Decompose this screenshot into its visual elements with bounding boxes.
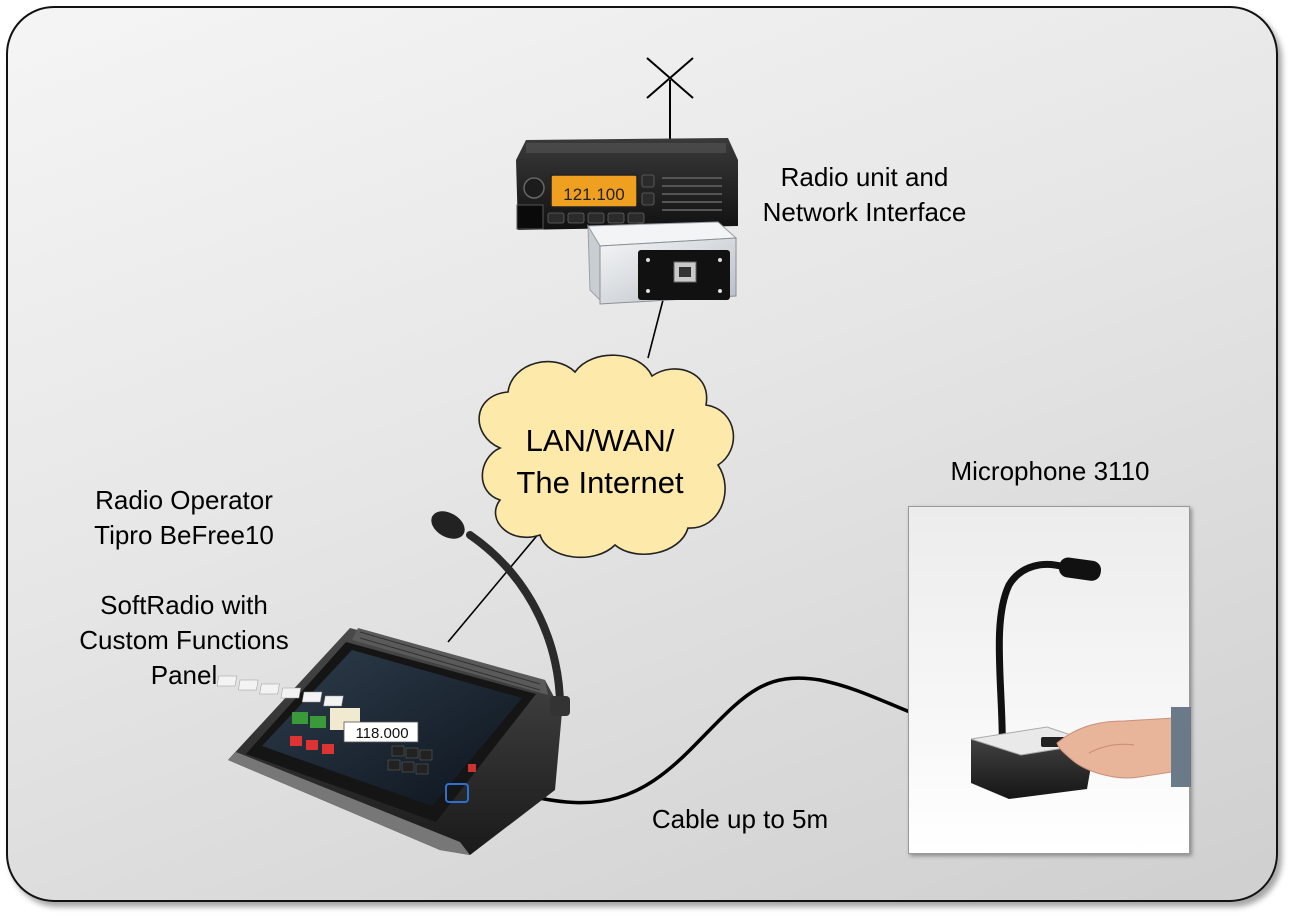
softradio-label-line2: Custom Functions xyxy=(79,625,289,655)
cable-label: Cable up to 5m xyxy=(651,804,829,834)
operator-label-line2: Tipro BeFree10 xyxy=(94,520,274,550)
microphone-photo xyxy=(908,506,1192,854)
ptt-button xyxy=(445,783,469,803)
radio-unit: 121.100 xyxy=(516,138,738,230)
link-cloud-console xyxy=(447,531,541,643)
radio-unit-label-line2: Network Interface xyxy=(762,197,967,227)
microphone xyxy=(970,557,1192,799)
link-radio-cloud xyxy=(647,299,664,359)
antenna-icon xyxy=(646,57,694,140)
tablet-frequency: 118.000 xyxy=(355,725,408,742)
cloud-label-line1: LAN/WAN/ xyxy=(525,423,675,458)
cloud xyxy=(478,354,735,559)
radio-unit-label: Radio unit and Network Interface xyxy=(742,160,987,230)
network-interface xyxy=(587,221,738,305)
operator-label-line1: Radio Operator xyxy=(95,485,273,515)
volume-knob xyxy=(523,177,545,199)
radio-display xyxy=(550,174,638,208)
radio-unit-label-line1: Radio unit and xyxy=(780,162,949,192)
radio-frequency: 121.100 xyxy=(563,185,624,204)
tablet-display xyxy=(343,721,419,743)
cloud-label-line2: The Internet xyxy=(516,465,684,500)
microphone-cable xyxy=(529,676,976,805)
softradio-label-line3: Panel xyxy=(150,660,218,690)
softradio-label: SoftRadio with Custom Functions Panel xyxy=(55,588,313,693)
cloud-label: LAN/WAN/ The Internet xyxy=(490,420,710,504)
operator-label: Radio Operator Tipro BeFree10 xyxy=(55,483,313,553)
microphone-label: Microphone 3110 xyxy=(950,456,1150,486)
console-gooseneck xyxy=(466,531,564,710)
softradio-label-line1: SoftRadio with xyxy=(100,590,268,620)
console-mic-head xyxy=(431,511,465,539)
desk-console: 118.000 xyxy=(216,511,570,855)
